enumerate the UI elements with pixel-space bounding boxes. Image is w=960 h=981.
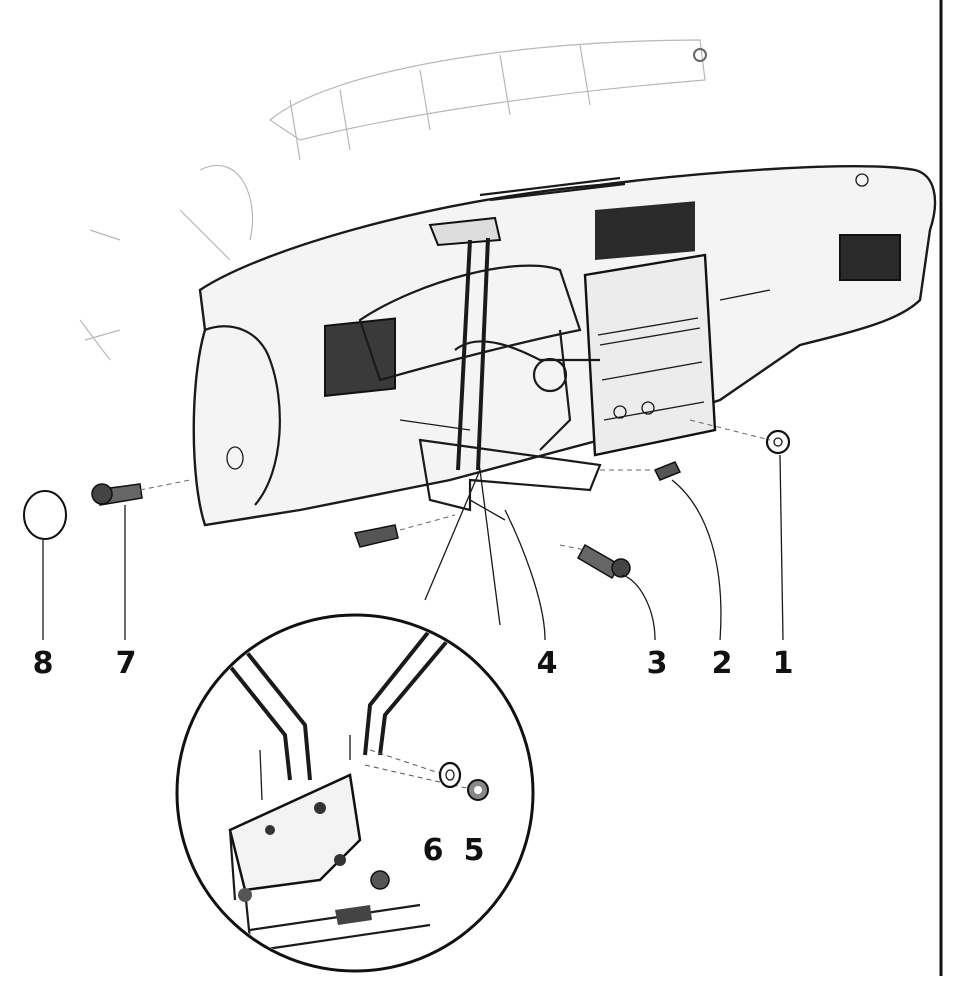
nut-icon <box>765 429 791 455</box>
detail-pointer <box>424 467 501 626</box>
callout-4: 4 <box>537 646 558 681</box>
callout-6: 6 <box>423 833 444 868</box>
callout-1: 1 <box>773 646 794 681</box>
fasteners <box>23 419 791 580</box>
bolt-icon <box>354 524 399 548</box>
center-vent <box>595 201 695 260</box>
background-ducting <box>79 39 707 361</box>
dashboard-panel <box>192 165 937 527</box>
callout-8: 8 <box>33 646 54 681</box>
bolt-icon <box>653 461 682 481</box>
bolt-icon <box>576 543 622 580</box>
support-bracket <box>399 216 602 521</box>
cap-icon <box>23 490 67 540</box>
washer-icon <box>438 761 462 789</box>
callout-7: 7 <box>116 646 137 681</box>
center-stack <box>583 253 717 457</box>
callout-2: 2 <box>712 646 733 681</box>
detail-inset <box>175 613 535 973</box>
right-vent <box>839 234 901 281</box>
left-vent <box>324 317 396 397</box>
callout-labels: 1 2 3 4 5 6 7 8 <box>33 646 794 868</box>
callout-3: 3 <box>647 646 668 681</box>
callout-5: 5 <box>464 833 485 868</box>
